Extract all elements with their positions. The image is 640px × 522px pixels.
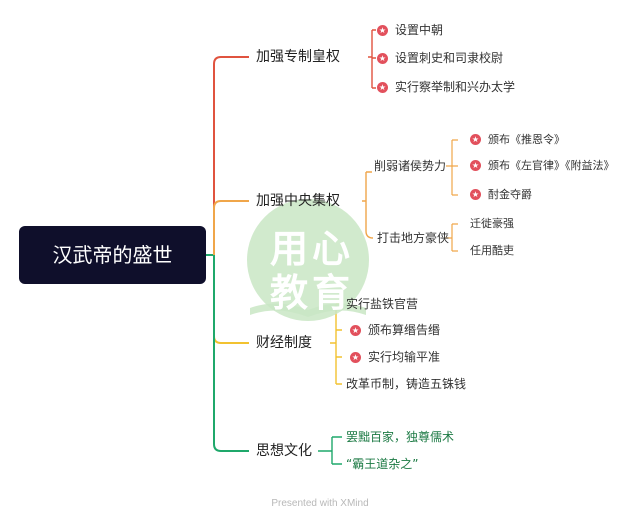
list-item[interactable]: 罢黜百家，独尊儒术 [346, 430, 455, 444]
star-badge-icon: ★ [470, 160, 481, 171]
watermark-logo: 用心 教育 [238, 198, 378, 336]
list-item[interactable]: ★设置中朝 [377, 23, 444, 37]
list-item[interactable]: 改革币制，铸造五铢钱 [346, 377, 467, 391]
root-topic[interactable]: 汉武帝的盛世 [19, 226, 206, 284]
subtopic-suppress-gentry[interactable]: 打击地方豪侠 [377, 231, 450, 245]
branch-topic-2[interactable]: 加强中央集权 [256, 193, 340, 209]
star-badge-icon: ★ [377, 53, 388, 64]
branch-topic-4[interactable]: 思想文化 [256, 443, 312, 459]
connector-branch-4-items [318, 436, 342, 465]
list-item[interactable]: ★酎金夺爵 [470, 188, 532, 201]
connector-branch-2a-items [446, 139, 458, 196]
list-item[interactable]: ★设置刺史和司隶校尉 [377, 51, 504, 65]
star-badge-icon: ★ [377, 25, 388, 36]
watermark-text-line1: 用心 [270, 227, 355, 271]
list-item[interactable]: ★实行均输平准 [350, 350, 441, 364]
branch-topic-3[interactable]: 财经制度 [256, 335, 312, 351]
list-item[interactable]: ★颁布《推恩令》 [470, 133, 565, 146]
star-badge-icon: ★ [377, 82, 388, 93]
connector-branch-2b-items [445, 223, 458, 252]
list-item[interactable]: ★颁布算缗告缗 [350, 323, 441, 337]
list-item[interactable]: 迁徙豪强 [470, 217, 514, 230]
list-item[interactable]: ★颁布《左官律》《附益法》 [470, 159, 615, 172]
star-badge-icon: ★ [470, 189, 481, 200]
list-item[interactable]: ★实行察举制和兴办太学 [377, 80, 516, 94]
connector-branch-4 [213, 255, 249, 452]
star-badge-icon: ★ [470, 134, 481, 145]
list-item[interactable]: 任用酷吏 [470, 244, 514, 257]
branch-topic-1[interactable]: 加强专制皇权 [256, 49, 340, 65]
watermark-text-line2: 教育 [270, 271, 355, 315]
connector-branch-1-items [368, 29, 376, 89]
connector-branch-1 [213, 56, 249, 255]
connector-branch-2 [213, 200, 249, 255]
connector-branch-2-sub [362, 171, 374, 239]
list-item[interactable]: 实行盐铁官营 [346, 297, 419, 311]
watermark-book-icon [247, 199, 369, 321]
list-item[interactable]: “霸王道杂之” [346, 457, 419, 471]
star-badge-icon: ★ [350, 352, 361, 363]
presented-with-footer: Presented with XMind [271, 498, 369, 509]
star-badge-icon: ★ [350, 325, 361, 336]
subtopic-weaken-nobles[interactable]: 削弱诸侯势力 [374, 159, 447, 173]
